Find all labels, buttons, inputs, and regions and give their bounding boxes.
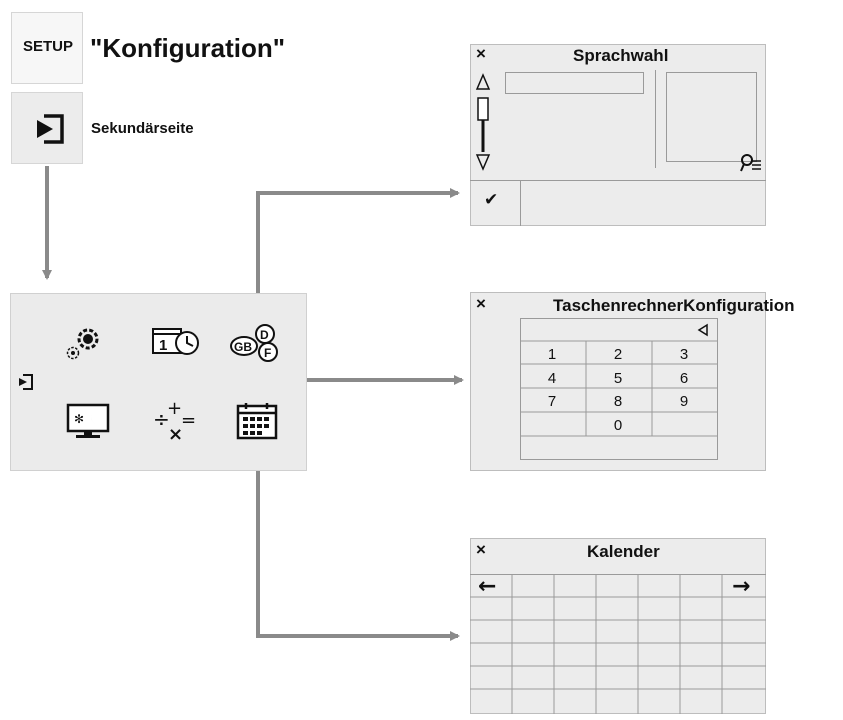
calendar-next-button[interactable]: → — [732, 574, 751, 599]
back-icon[interactable] — [18, 374, 34, 390]
svg-text:+: + — [167, 398, 182, 419]
key-7[interactable]: 7 — [547, 393, 557, 410]
page-title: "Konfiguration" — [90, 33, 286, 63]
svg-text:✻: ✻ — [74, 412, 84, 426]
calendar-icon[interactable] — [236, 402, 280, 440]
secondary-page-tile[interactable] — [11, 92, 83, 164]
settings-gears-icon[interactable] — [62, 322, 106, 364]
calculator-panel — [470, 292, 766, 471]
language-bottom-bar — [470, 180, 766, 181]
calculator-keypad-grid — [520, 318, 718, 460]
svg-text:1: 1 — [159, 337, 167, 354]
setup-tile[interactable]: SETUP — [11, 12, 83, 84]
key-9[interactable]: 9 — [679, 393, 689, 410]
language-scrollbar[interactable] — [474, 72, 494, 176]
calculator-panel-title: TaschenrechnerKonfiguration — [553, 296, 795, 315]
enter-page-icon — [37, 114, 64, 144]
language-divider — [655, 70, 656, 168]
language-list-entry[interactable] — [505, 72, 644, 94]
setup-label: SETUP — [22, 38, 73, 55]
backspace-icon[interactable] — [697, 323, 709, 337]
key-3[interactable]: 3 — [679, 346, 689, 363]
search-list-icon[interactable] — [740, 153, 762, 175]
svg-text:GB: GB — [234, 340, 252, 354]
calendar-close-button[interactable]: × — [476, 540, 486, 559]
display-day-night-icon[interactable]: ✻ — [66, 403, 112, 440]
calendar-panel — [470, 538, 766, 714]
language-preview-box — [666, 72, 757, 162]
calendar-panel-title: Kalender — [587, 542, 660, 561]
svg-text:÷: ÷ — [153, 407, 170, 431]
date-time-icon[interactable]: 1 — [151, 327, 201, 357]
calculator-icon[interactable]: ÷ + × = — [151, 398, 201, 445]
svg-text:D: D — [260, 328, 269, 342]
key-4[interactable]: 4 — [547, 370, 557, 387]
arrow-to-calendar — [256, 448, 460, 641]
secondary-page-label: Sekundärseite — [91, 120, 194, 137]
key-6[interactable]: 6 — [679, 370, 689, 387]
confirm-button[interactable]: ✔ — [484, 190, 499, 210]
language-bottom-divider — [520, 180, 521, 226]
key-0[interactable]: 0 — [613, 417, 623, 434]
calculator-close-button[interactable]: × — [476, 294, 486, 313]
language-close-button[interactable]: × — [476, 44, 486, 63]
key-1[interactable]: 1 — [547, 346, 557, 363]
svg-text:F: F — [264, 346, 271, 360]
language-panel-title: Sprachwahl — [573, 46, 669, 65]
setup-menu-panel — [10, 293, 307, 471]
calendar-prev-button[interactable]: ← — [478, 574, 497, 599]
calendar-day-grid — [470, 574, 766, 714]
key-5[interactable]: 5 — [613, 370, 623, 387]
svg-text:=: = — [181, 410, 196, 431]
key-2[interactable]: 2 — [613, 346, 623, 363]
language-gb-d-f-icon[interactable]: D GB F — [228, 322, 284, 362]
arrow-to-sprachwahl — [256, 188, 460, 322]
key-8[interactable]: 8 — [613, 393, 623, 410]
svg-text:×: × — [168, 424, 183, 445]
